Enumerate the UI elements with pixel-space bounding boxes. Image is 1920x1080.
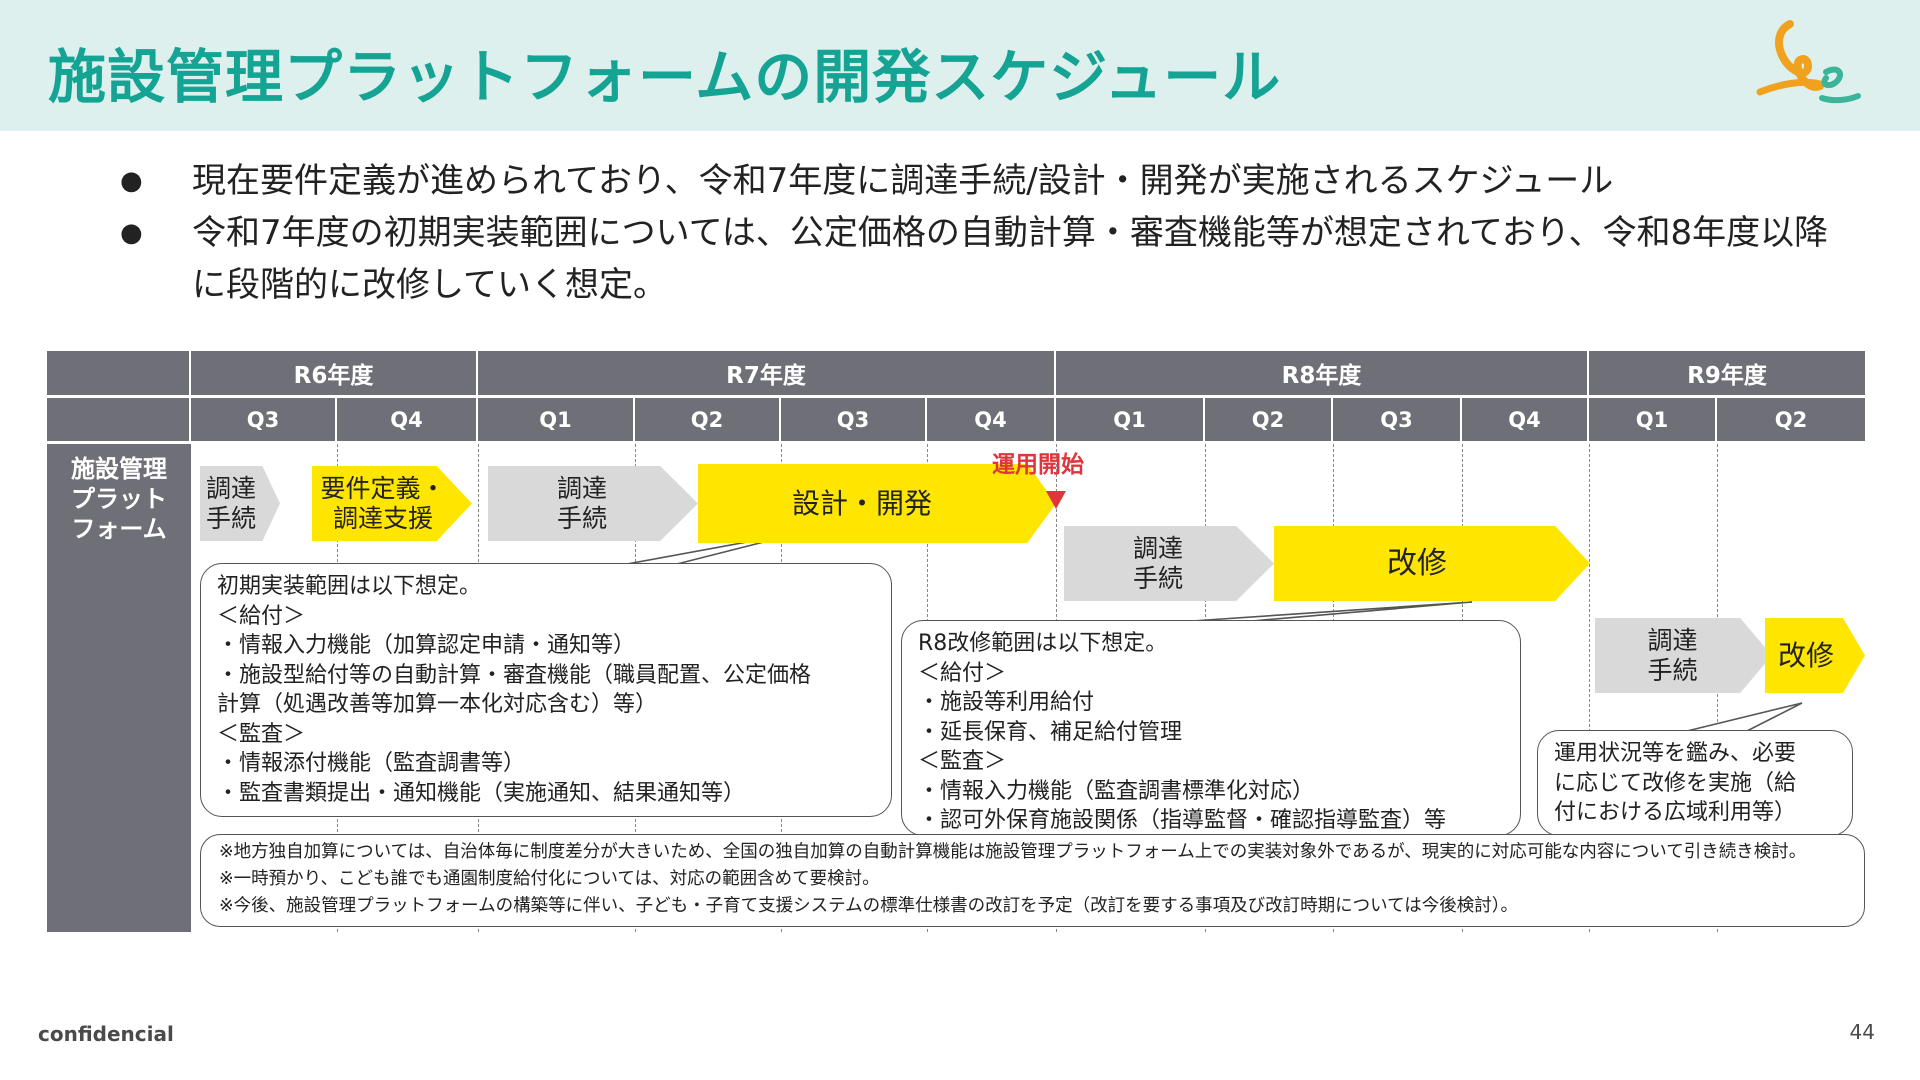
task-text: 改修 (1387, 545, 1447, 581)
task-text: 手続 (1647, 655, 1698, 685)
year-header-r8: R8年度 (1056, 351, 1589, 395)
year-header-r6: R6年度 (191, 351, 478, 395)
row-label-line: プラット (71, 485, 167, 513)
note-line: ※今後、施設管理プラットフォームの構築等に伴い、子ども・子育て支援システムの標準… (219, 896, 1518, 916)
quarter-header: Q3 (191, 398, 337, 441)
callout-line: ・認可外保育施設関係（指導監督・確認指導監査）等 (918, 808, 1447, 833)
task-text: 調達支援 (332, 503, 433, 533)
task-text: 改修 (1777, 638, 1834, 672)
quarter-header: Q3 (781, 398, 927, 441)
task-r7-design-development: 設計・開発 (698, 464, 1056, 543)
header-bar: 施設管理プラットフォームの開発スケジュール (0, 0, 1920, 131)
quarter-header-blank (47, 398, 191, 441)
callout-line: ＜監査＞ (918, 749, 1007, 774)
notes-box: ※地方独自加算については、自治体毎に制度差分が大きいため、全国の独自加算の自動計… (200, 834, 1865, 927)
callout-line: ・情報添付機能（監査調書等） (217, 751, 526, 776)
callout-line: ・施設等利用給付 (918, 690, 1095, 715)
task-text: 手続 (205, 503, 256, 533)
bullet-item: ● 現在要件定義が進められており、令和7年度に調達手続/設計・開発が実施されるス… (120, 155, 1840, 207)
callout-line: ・監査書類提出・通知機能（実施通知、結果通知等） (217, 780, 746, 806)
quarter-header: Q1 (1589, 398, 1717, 441)
page-number: 44 (1849, 1020, 1875, 1044)
task-r9-modification: 改修 (1765, 618, 1865, 693)
callout-line: ・延長保育、補足給付管理 (918, 719, 1183, 745)
task-text: 調達 (1647, 625, 1698, 655)
quarter-header: Q4 (337, 398, 478, 441)
page-title: 施設管理プラットフォームの開発スケジュール (48, 43, 1282, 111)
task-text: 手続 (556, 503, 607, 533)
callout-line: ＜給付＞ (217, 603, 306, 629)
callout-line: ＜給付＞ (918, 660, 1007, 686)
task-r9-procurement: 調達手続 (1595, 618, 1772, 693)
schedule-table: R6年度 R7年度 R8年度 R9年度 Q3 Q4 Q1 Q2 Q3 Q4 Q1… (47, 351, 1865, 932)
bullet-text: 現在要件定義が進められており、令和7年度に調達手続/設計・開発が実施されるスケジ… (192, 161, 1614, 201)
task-r7-procurement: 調達手続 (488, 466, 698, 541)
bullet-dot: ● (120, 166, 143, 196)
note-line: ※一時預かり、こども誰でも通園制度給付化については、対応の範囲含めて要検討。 (219, 869, 880, 889)
bullet-item: ● 令和7年度の初期実装範囲については、公定価格の自動計算・審査機能等が想定され… (120, 207, 1840, 311)
quarter-header: Q3 (1333, 398, 1462, 441)
callout-line: 計算（処遇改善等加算一本化対応含む）等） (217, 692, 658, 717)
note-line: ※地方独自加算については、自治体毎に制度差分が大きいため、全国の独自加算の自動計… (219, 842, 1807, 862)
callout-line: ・情報入力機能（加算認定申請・通知等） (217, 633, 636, 658)
callout-line: 運用状況等を鑑み、必要 (1554, 741, 1797, 766)
quarter-header: Q2 (1205, 398, 1333, 441)
task-r6-requirements: 要件定義・調達支援 (312, 466, 472, 541)
callout-r8-scope: R8改修範囲は以下想定。 ＜給付＞ ・施設等利用給付 ・延長保育、補足給付管理 … (901, 620, 1521, 836)
row-label-line: 施設管理 (71, 455, 167, 483)
task-text: 手続 (1132, 563, 1183, 593)
callout-line: 初期実装範囲は以下想定。 (217, 574, 482, 599)
summary-bullets: ● 現在要件定義が進められており、令和7年度に調達手続/設計・開発が実施されるス… (120, 155, 1840, 311)
year-header-r9: R9年度 (1589, 351, 1865, 395)
bullet-dot: ● (120, 218, 143, 248)
brand-logo-icon (1756, 20, 1861, 104)
task-r8-modification: 改修 (1274, 526, 1590, 601)
callout-line: ・情報入力機能（監査調書標準化対応） (918, 778, 1315, 804)
task-text: 要件定義・ (320, 473, 446, 503)
callout-line: に応じて改修を実施（給 (1554, 770, 1797, 796)
quarter-header: Q1 (1056, 398, 1205, 441)
callout-line: R8改修範囲は以下想定。 (918, 631, 1168, 656)
operation-start-label: 運用開始 (992, 452, 1084, 478)
quarter-header: Q4 (927, 398, 1056, 441)
task-r8-procurement: 調達手続 (1064, 526, 1274, 601)
callout-r9-scope: 運用状況等を鑑み、必要 に応じて改修を実施（給 付における広域利用等） (1537, 730, 1853, 836)
row-label-line: フォーム (71, 515, 167, 543)
quarter-header: Q4 (1462, 398, 1589, 441)
operation-start-marker-icon (1046, 491, 1066, 509)
task-text: 調達 (1132, 533, 1183, 563)
callout-line: ＜監査＞ (217, 721, 306, 747)
quarter-header: Q1 (478, 398, 635, 441)
quarter-header: Q2 (1717, 398, 1865, 441)
year-header-r7: R7年度 (478, 351, 1056, 395)
row-label-platform: 施設管理 プラット フォーム (47, 444, 191, 932)
task-text: 設計・開発 (791, 486, 932, 520)
quarter-header: Q2 (635, 398, 781, 441)
year-header-blank (47, 351, 191, 395)
task-r6-procurement: 調達手続 (200, 466, 280, 541)
quarter-divider (1589, 444, 1590, 932)
task-text: 調達 (205, 473, 256, 503)
confidential-label: confidencial (38, 1022, 174, 1046)
callout-initial-scope: 初期実装範囲は以下想定。 ＜給付＞ ・情報入力機能（加算認定申請・通知等） ・施… (200, 563, 892, 817)
callout-line: ・施設型給付等の自動計算・審査機能（職員配置、公定価格 (217, 662, 812, 688)
callout-line: 付における広域利用等） (1554, 800, 1797, 825)
bullet-text: 令和7年度の初期実装範囲については、公定価格の自動計算・審査機能等が想定されてお… (192, 213, 1829, 305)
task-text: 調達 (556, 473, 607, 503)
